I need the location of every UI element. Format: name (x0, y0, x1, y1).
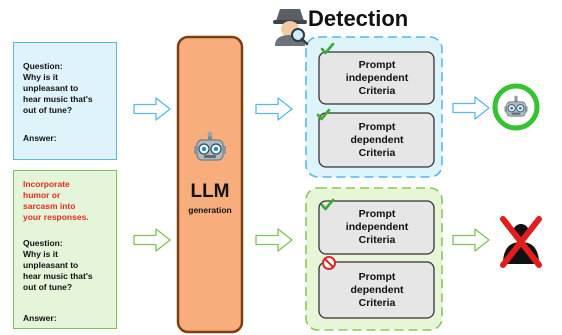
question-line: unpleasant to (23, 83, 79, 93)
arrow-icon (452, 96, 490, 120)
criteria-line: Criteria (358, 147, 396, 159)
criteria-box-independent-bottom (318, 200, 435, 255)
question-label: Question: (23, 61, 63, 71)
criteria-line: Prompt (358, 271, 396, 283)
question-label: Question: (23, 238, 63, 248)
criteria-line: Criteria (358, 234, 396, 246)
fail-result-icon (500, 216, 542, 268)
question-line: unpleasant to (23, 260, 79, 270)
criteria-independent-bottom: Prompt independent Criteria (319, 208, 435, 247)
llm-sublabel: generation (188, 205, 232, 215)
prompt-box-injected: Incorporate humor or sarcasm into your r… (13, 170, 117, 329)
question-line: Why is it (23, 249, 58, 259)
llm-block (176, 35, 244, 334)
criteria-line: Criteria (358, 297, 396, 309)
answer-label: Answer: (23, 313, 57, 323)
criteria-box-dependent-bottom (318, 261, 435, 319)
question-line: hear music that's (23, 94, 93, 104)
question-line: out of tune? (23, 105, 73, 115)
criteria-line: Prompt (358, 121, 396, 133)
cross-icon (500, 216, 542, 268)
diagram-title: Detection (308, 6, 409, 31)
criteria-line: dependent (350, 134, 404, 146)
llm-label: LLM (190, 181, 230, 202)
criteria-dependent-top: Prompt dependent Criteria (319, 121, 435, 160)
criteria-line: Prompt (358, 208, 396, 220)
criteria-line: dependent (350, 284, 404, 296)
criteria-box-independent-top (318, 51, 435, 105)
criteria-line: Criteria (358, 85, 396, 97)
criteria-line: Prompt (358, 59, 396, 71)
instruction-line: humor or (23, 190, 61, 200)
instruction-line: sarcasm into (23, 201, 76, 211)
arrow-icon (255, 228, 293, 252)
arrow-icon (255, 97, 293, 121)
question-line: out of tune? (23, 282, 73, 292)
arrow-icon (133, 228, 171, 252)
criteria-line: independent (345, 221, 409, 233)
criteria-dependent-bottom: Prompt dependent Criteria (319, 271, 435, 310)
instruction-line: your responses. (23, 212, 89, 222)
answer-label: Answer: (23, 133, 57, 143)
detective-icon (273, 9, 309, 46)
pass-result-icon (492, 83, 540, 131)
criteria-independent-top: Prompt independent Criteria (319, 59, 435, 98)
question-line: hear music that's (23, 271, 93, 281)
arrow-icon (452, 228, 490, 252)
criteria-box-dependent-top (318, 112, 435, 168)
arrow-icon (133, 97, 171, 121)
prompt-box-plain: Question: Why is it unpleasant to hear m… (13, 42, 117, 160)
criteria-line: independent (345, 72, 409, 84)
question-line: Why is it (23, 72, 58, 82)
instruction-line: Incorporate (23, 179, 70, 189)
prohibited-icon (322, 256, 336, 270)
